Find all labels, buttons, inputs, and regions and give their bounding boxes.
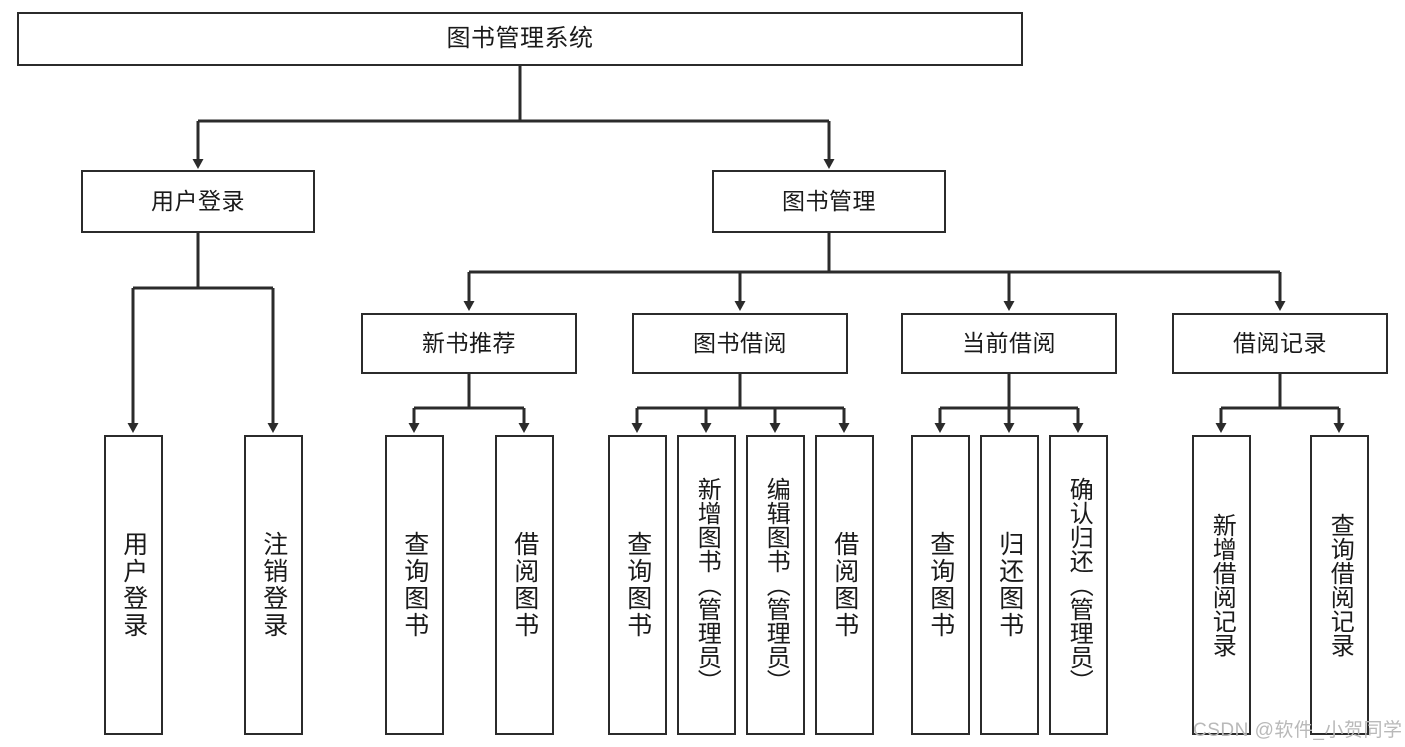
node-leaf-query-book-3-label: 查询图书 bbox=[926, 531, 955, 639]
node-leaf-query-book-3[interactable]: 查询图书 bbox=[911, 435, 970, 735]
node-borrow-record[interactable]: 借阅记录 bbox=[1172, 313, 1388, 374]
node-leaf-logout-label: 注销登录 bbox=[259, 531, 288, 639]
node-leaf-query-book-2[interactable]: 查询图书 bbox=[608, 435, 667, 735]
node-leaf-confirm-return-label: 确认归还（管理员） bbox=[1065, 477, 1093, 693]
node-leaf-user-login[interactable]: 用户登录 bbox=[104, 435, 163, 735]
node-leaf-return-book[interactable]: 归还图书 bbox=[980, 435, 1039, 735]
node-leaf-query-record[interactable]: 查询借阅记录 bbox=[1310, 435, 1369, 735]
node-new-book-recommend-label: 新书推荐 bbox=[422, 329, 516, 356]
node-user-login[interactable]: 用户登录 bbox=[81, 170, 315, 233]
node-leaf-confirm-return[interactable]: 确认归还（管理员） bbox=[1049, 435, 1108, 735]
node-leaf-borrow-book-1[interactable]: 借阅图书 bbox=[495, 435, 554, 735]
node-user-login-label: 用户登录 bbox=[151, 187, 245, 214]
node-leaf-edit-book-label: 编辑图书（管理员） bbox=[762, 477, 790, 693]
node-leaf-add-book[interactable]: 新增图书（管理员） bbox=[677, 435, 736, 735]
node-leaf-edit-book[interactable]: 编辑图书（管理员） bbox=[746, 435, 805, 735]
node-leaf-add-record-label: 新增借阅记录 bbox=[1208, 513, 1236, 657]
node-leaf-borrow-book-2[interactable]: 借阅图书 bbox=[815, 435, 874, 735]
node-current-borrow-label: 当前借阅 bbox=[962, 329, 1056, 356]
node-root-label: 图书管理系统 bbox=[446, 24, 594, 52]
node-leaf-add-book-label: 新增图书（管理员） bbox=[693, 477, 721, 693]
node-book-borrow-label: 图书借阅 bbox=[693, 329, 787, 356]
node-leaf-borrow-book-2-label: 借阅图书 bbox=[830, 531, 859, 639]
node-borrow-record-label: 借阅记录 bbox=[1233, 329, 1327, 356]
node-new-book-recommend[interactable]: 新书推荐 bbox=[361, 313, 577, 374]
node-leaf-add-record[interactable]: 新增借阅记录 bbox=[1192, 435, 1251, 735]
node-book-management-label: 图书管理 bbox=[782, 187, 876, 214]
node-leaf-return-book-label: 归还图书 bbox=[995, 531, 1024, 639]
node-book-borrow[interactable]: 图书借阅 bbox=[632, 313, 848, 374]
node-book-management[interactable]: 图书管理 bbox=[712, 170, 946, 233]
node-leaf-logout[interactable]: 注销登录 bbox=[244, 435, 303, 735]
node-root[interactable]: 图书管理系统 bbox=[17, 12, 1023, 66]
node-leaf-query-book-1-label: 查询图书 bbox=[400, 531, 429, 639]
node-current-borrow[interactable]: 当前借阅 bbox=[901, 313, 1117, 374]
node-leaf-user-login-label: 用户登录 bbox=[119, 531, 148, 639]
node-leaf-query-record-label: 查询借阅记录 bbox=[1326, 513, 1354, 657]
node-leaf-query-book-1[interactable]: 查询图书 bbox=[385, 435, 444, 735]
node-leaf-query-book-2-label: 查询图书 bbox=[623, 531, 652, 639]
csdn-watermark: CSDN @软件_小贺同学 bbox=[1193, 720, 1403, 741]
node-leaf-borrow-book-1-label: 借阅图书 bbox=[510, 531, 539, 639]
